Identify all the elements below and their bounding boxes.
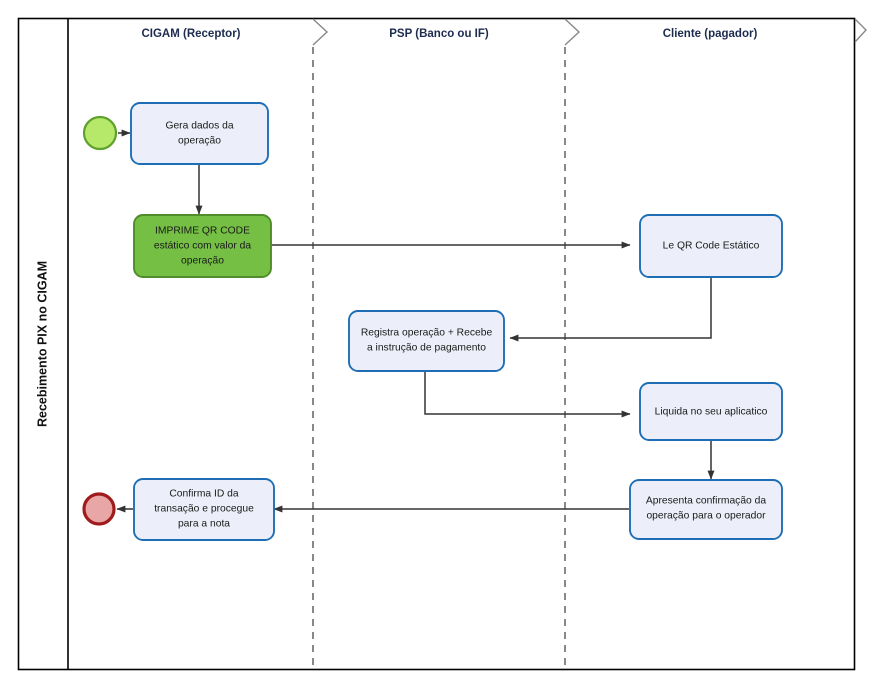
task-registra-operacao-label: Registra operação + Recebe — [361, 328, 493, 339]
task-imprime-qr-box[interactable] — [133, 214, 272, 278]
task-liquida-aplicativo[interactable]: Liquida no seu aplicatico — [639, 382, 783, 441]
task-imprime-qr[interactable]: IMPRIME QR CODE estático com valor da op… — [133, 214, 272, 278]
task-imprime-qr-label: IMPRIME QR CODE — [155, 226, 250, 237]
lane-separators — [312, 18, 867, 669]
task-apresenta-confirmacao-label: operação para o operador — [646, 511, 766, 522]
task-gera-dados-label: operação — [178, 136, 221, 147]
lane-title-psp: PSP (Banco ou IF) — [389, 28, 489, 40]
task-le-qr-code-label: Le QR Code Estático — [663, 241, 760, 252]
task-registra-operacao-box[interactable] — [348, 310, 505, 372]
task-gera-dados-label: Gera dados da — [165, 121, 233, 132]
start-event[interactable] — [82, 115, 118, 151]
lane-headers: CIGAM (Receptor) PSP (Banco ou IF) Clien… — [141, 28, 757, 40]
task-liquida-aplicativo-box[interactable] — [639, 382, 783, 441]
lane-separator-2 — [564, 18, 581, 669]
task-confirma-id-label: transação e procegue — [154, 504, 254, 515]
flow-registra-operacao-to-liquida — [424, 371, 631, 418]
pool-title: Recebimento PIX no CIGAM — [35, 261, 49, 427]
task-confirma-id[interactable]: Confirma ID da transação e procegue para… — [133, 478, 275, 541]
task-gera-dados[interactable]: Gera dados da operação — [130, 102, 269, 165]
task-imprime-qr-label: operação — [181, 256, 224, 267]
start-event-circle[interactable] — [82, 115, 118, 151]
lane-separator-1 — [312, 18, 329, 669]
lane-title-cigam: CIGAM (Receptor) — [141, 28, 240, 40]
end-event-circle[interactable] — [82, 492, 116, 526]
task-gera-dados-box[interactable] — [130, 102, 269, 165]
task-apresenta-confirmacao-label: Apresenta confirmação da — [646, 496, 766, 507]
task-imprime-qr-label: estático com valor da — [154, 241, 252, 252]
task-confirma-id-label: Confirma ID da — [169, 489, 239, 500]
task-apresenta-confirmacao-box[interactable] — [629, 479, 783, 540]
task-confirma-id-box[interactable] — [133, 478, 275, 541]
lane-title-cliente: Cliente (pagador) — [663, 28, 758, 40]
sequence-flows — [116, 129, 715, 513]
task-le-qr-code-box[interactable] — [639, 214, 783, 278]
task-registra-operacao-label: a instrução de pagamento — [367, 343, 486, 354]
task-liquida-aplicativo-label: Liquida no seu aplicatico — [655, 407, 768, 418]
task-le-qr-code[interactable]: Le QR Code Estático — [639, 214, 783, 278]
lane-separator-right-edge — [854, 18, 867, 43]
task-confirma-id-label: para a nota — [178, 519, 230, 530]
end-event[interactable] — [82, 492, 116, 526]
task-apresenta-confirmacao[interactable]: Apresenta confirmação da operação para o… — [629, 479, 783, 540]
task-registra-operacao[interactable]: Registra operação + Recebe a instrução d… — [348, 310, 505, 372]
flow-le-qr-to-registra-operacao — [509, 278, 712, 342]
